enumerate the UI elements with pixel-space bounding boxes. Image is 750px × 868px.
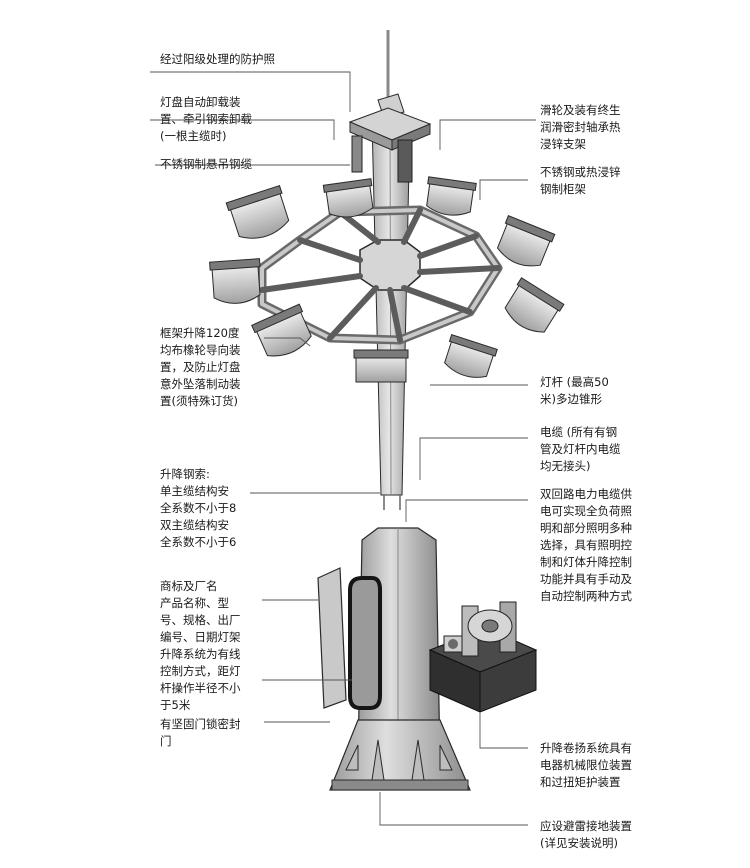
label-dual-circuit: 双回路电力电缆供 电可实现全负荷照 明和部分照明多种 选择，具有照明控 制和灯体… xyxy=(540,487,632,603)
floodlight xyxy=(496,215,556,267)
floodlight xyxy=(225,184,290,239)
floodlight xyxy=(426,176,477,216)
label-stainless-cable: 不锈钢制悬吊钢缆 xyxy=(160,157,252,171)
floodlight xyxy=(322,178,374,218)
leader-lines xyxy=(150,71,536,826)
floodlight xyxy=(353,349,409,383)
label-winch: 升降卷扬系统具有 电器机械限位装置 和过扭矩护装置 xyxy=(540,741,632,789)
label-nameplate: 商标及厂名 产品名称、型 号、规格、出厂 编号、日期灯架 升降系统为有线 控制方… xyxy=(160,579,241,712)
base-flange xyxy=(329,719,471,791)
floodlight xyxy=(444,333,498,378)
floodlight xyxy=(251,303,312,357)
label-pulley: 滑轮及装有终生 润滑密封轴承热 浸锌支架 xyxy=(540,103,621,151)
lower-pole-base xyxy=(317,527,471,791)
pole-head xyxy=(348,93,432,183)
label-lightning: 应设避雷接地装置 (详见安装说明) xyxy=(540,819,632,850)
upper-mast-assembly xyxy=(209,30,565,496)
label-door: 有坚固门锁密封 门 xyxy=(160,717,241,748)
floodlight xyxy=(209,258,261,304)
label-frame-material: 不锈钢或热浸锌 钢制柜架 xyxy=(540,165,621,196)
label-anodized-lamp: 经过阳级处理的防护照 xyxy=(160,52,275,66)
label-frame-lift: 框架升降120度 均布橡轮导向装 置，及防止灯盘 意外坠落制动装 置(须特殊订货… xyxy=(160,326,241,408)
floodlight xyxy=(504,277,565,333)
label-pole: 灯杆 (最高50 米)多边锥形 xyxy=(540,375,609,406)
label-cable-inner: 电缆 (所有有钢 管及灯杆内电缆 均无接头) xyxy=(540,425,621,473)
winch-assembly xyxy=(428,601,538,713)
access-door xyxy=(317,567,347,709)
floodlight-group xyxy=(209,176,565,383)
label-wire-rope: 升降钢索: 单主缆结构安 全系数不小于8 双主缆结构安 全系数不小于6 xyxy=(160,467,237,549)
door-frame xyxy=(348,576,382,710)
label-auto-unload: 灯盘自动卸载装 置、牵引钢索卸载 (一根主缆时) xyxy=(160,95,252,143)
